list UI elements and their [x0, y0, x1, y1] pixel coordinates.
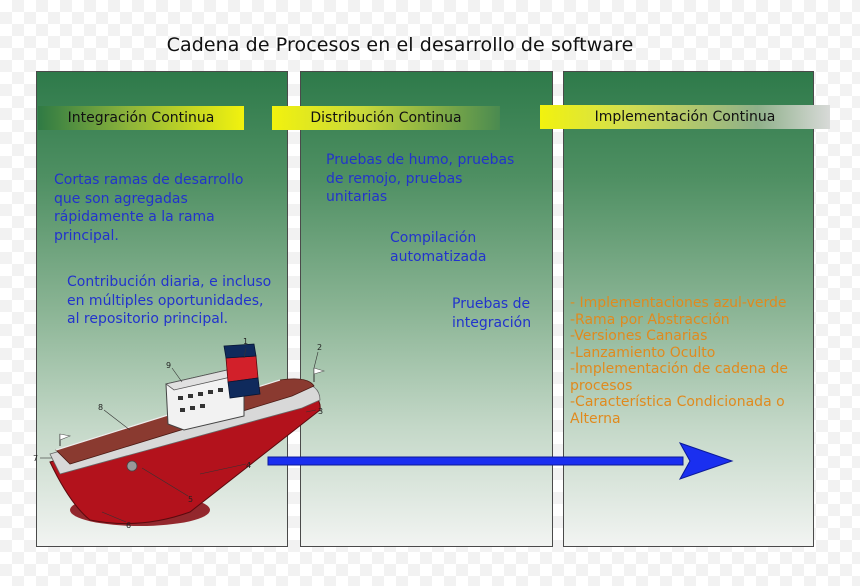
header-continuous-integration: Integración Continua — [38, 106, 244, 130]
header-continuous-delivery: Distribución Continua — [272, 106, 500, 130]
right-arrow-icon — [267, 442, 734, 480]
list-item: -Rama por Abstracción — [570, 311, 730, 328]
diagram-title: Cadena de Procesos en el desarrollo de s… — [166, 34, 634, 56]
list-item: -Característica Condicionada o Alterna — [570, 394, 785, 427]
callout-label: 4 — [246, 461, 251, 470]
list-item: -Implementación de cadena de procesos — [570, 361, 789, 394]
callout-label: 7 — [33, 454, 38, 463]
short-branches-text: Cortas ramas de desarrollo que son agreg… — [54, 172, 244, 244]
cargo-ship-icon: 1 2 3 4 5 6 7 8 9 — [33, 337, 326, 530]
callout-label: 1 — [243, 337, 248, 346]
daily-contribution-text: Contribución diaria, e incluso en múltip… — [67, 274, 272, 327]
callout-label: 6 — [126, 521, 131, 530]
callout-label: 5 — [188, 495, 193, 504]
panel-continuous-delivery — [300, 71, 553, 547]
header-continuous-deployment: Implementación Continua — [540, 105, 830, 129]
callout-label: 8 — [98, 403, 103, 412]
callout-label: 3 — [318, 407, 323, 416]
list-item: - Implementaciones azul-verde — [570, 295, 787, 311]
callout-label: 2 — [317, 343, 322, 352]
list-item: -Versiones Canarias — [570, 328, 708, 344]
tests-text: Pruebas de humo, pruebas de remojo, prue… — [326, 152, 515, 205]
integration-tests-text: Pruebas de integración — [452, 296, 532, 331]
deployment-strategies-list: - Implementaciones azul-verde -Rama por … — [570, 295, 806, 427]
callout-label: 9 — [166, 361, 171, 370]
automated-build-text: Compilación automatizada — [390, 230, 487, 265]
list-item: -Lanzamiento Oculto — [570, 344, 716, 361]
panel-continuous-deployment — [563, 71, 814, 547]
